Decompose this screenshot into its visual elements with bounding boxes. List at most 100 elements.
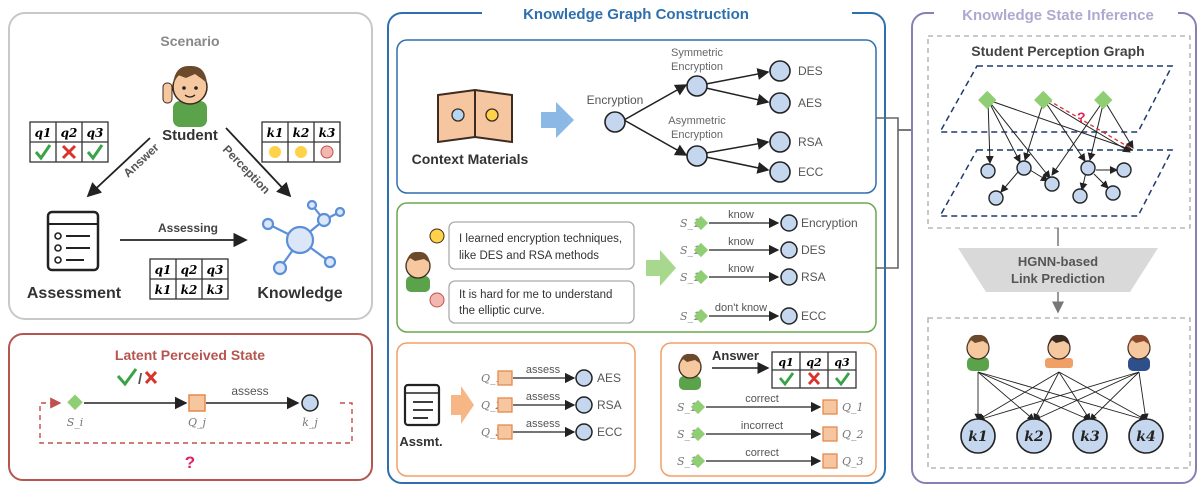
knowledge-node (780, 307, 798, 325)
q-label: Q_1 (842, 401, 864, 414)
check-icon (116, 368, 138, 387)
q-label: Q_2 (842, 428, 864, 441)
knowledge-node-label: k3 (1080, 429, 1100, 445)
check-icon (34, 144, 52, 161)
cross-icon (144, 370, 158, 385)
knowledge-node-label: k4 (1136, 429, 1155, 445)
question-node (497, 424, 513, 440)
svg-text:q3: q3 (207, 263, 224, 277)
assessing-label: Assessing (158, 221, 218, 235)
student-node (693, 269, 709, 285)
question-mark: ? (185, 453, 195, 472)
bubble-text: I learned encryption techniques, (459, 233, 622, 245)
student-avatar (966, 334, 990, 371)
student-node (690, 426, 706, 442)
latent-panel: Latent Perceived State / assess S_i Q_j … (8, 333, 373, 481)
knowledge-node (780, 214, 798, 232)
svg-text:ECC: ECC (798, 165, 824, 179)
knowledge-label: RSA (597, 398, 622, 412)
student-avatar (162, 65, 208, 127)
knowledge-node-label: k1 (968, 429, 987, 445)
assessment-label: Assessment (27, 285, 122, 302)
svg-text:k2: k2 (181, 283, 198, 297)
relation-label: assess (526, 364, 561, 376)
student-node (690, 453, 706, 469)
answer-rows: S_1correctQ_1S_1incorrectQ_2S_1correctQ_… (677, 393, 864, 469)
q-header: q1 (35, 126, 52, 140)
knowledge-node (780, 268, 798, 286)
assessment-icon (46, 210, 100, 272)
question-node (822, 426, 838, 442)
context-label: Context Materials (412, 151, 529, 167)
lightbulb-icon (295, 146, 307, 158)
knowledge-label: Encryption (801, 216, 858, 230)
s1-label: S_1 (677, 428, 697, 441)
knowledge-label: RSA (801, 270, 826, 284)
svg-text:the elliptic curve.: the elliptic curve. (459, 305, 545, 317)
relation-label: know (728, 263, 754, 275)
prediction-box (927, 317, 1191, 469)
answer-table: q1 q2 q3 (771, 351, 857, 389)
check-icon (86, 144, 104, 161)
knowledge-node (575, 369, 593, 387)
svg-text:Encryption: Encryption (587, 93, 644, 107)
svg-text:RSA: RSA (798, 135, 823, 149)
kgc-panel: Knowledge Graph Construction Context Mat… (387, 6, 932, 484)
svg-text:q2: q2 (806, 356, 822, 369)
relation-label: don't know (715, 302, 767, 314)
student-node (690, 399, 706, 415)
svg-text:q1: q1 (155, 263, 172, 277)
svg-text:AES: AES (798, 96, 822, 110)
knowledge-label: ECC (801, 309, 827, 323)
svg-text:k2: k2 (293, 126, 310, 140)
svg-text:/: / (138, 371, 143, 388)
scenario-panel: Scenario Student q1 q2 q3 (8, 12, 373, 320)
knowledge-node (575, 396, 593, 414)
relation-label: assess (526, 391, 561, 403)
q-label: Q_3 (842, 455, 864, 468)
q-header: q3 (87, 126, 104, 140)
relation-label: correct (745, 393, 779, 405)
question-node (497, 370, 513, 386)
kgc-title: Knowledge Graph Construction (523, 6, 749, 23)
confused-icon (429, 292, 445, 308)
svg-text:Asymmetric: Asymmetric (668, 115, 726, 127)
student-avatar (1045, 334, 1073, 368)
q-label: Q_3 (481, 426, 503, 439)
svg-text:Encryption: Encryption (671, 129, 723, 141)
knowledge-network-icon (261, 199, 346, 276)
book-icon (437, 88, 513, 144)
knowledge-label: AES (597, 371, 621, 385)
question-node (822, 399, 838, 415)
q-header: q2 (61, 126, 78, 140)
right-arrow-icon (646, 250, 676, 286)
svg-text:Symmetric: Symmetric (671, 47, 723, 59)
hgnn-label: HGNN-based (1018, 254, 1098, 269)
knowledge-node (301, 394, 319, 412)
s1-label: S_1 (680, 217, 700, 230)
knowledge-node (960, 418, 996, 454)
student-perception-graph: ? (938, 65, 1174, 217)
student-avatar (1127, 334, 1151, 371)
assmt-label: Assmt. (399, 434, 442, 449)
question-node (822, 453, 838, 469)
svg-text:k3: k3 (207, 283, 224, 297)
s1-label: S_1 (677, 455, 697, 468)
hgnn-label: Link Prediction (1011, 271, 1105, 286)
encryption-tree: Encryption Symmetric Encryption Asymmetr… (587, 47, 824, 183)
relation-label: know (728, 209, 754, 221)
q-label: Q_1 (481, 372, 503, 385)
knowledge-node (575, 423, 593, 441)
s1-label: S_1 (680, 271, 700, 284)
knowledge-label: Knowledge (257, 285, 342, 302)
cross-icon (61, 144, 77, 160)
assessment-icon (403, 383, 441, 427)
perception-rows: S_1knowEncryptionS_1knowDESS_1knowRSAS_1… (680, 209, 858, 325)
bubble-text: like DES and RSA methods (459, 250, 599, 262)
q-label: Q_j (188, 416, 207, 429)
knowledge-node (1016, 418, 1052, 454)
s1-label: S_1 (680, 244, 700, 257)
s-label: S_i (67, 416, 84, 429)
